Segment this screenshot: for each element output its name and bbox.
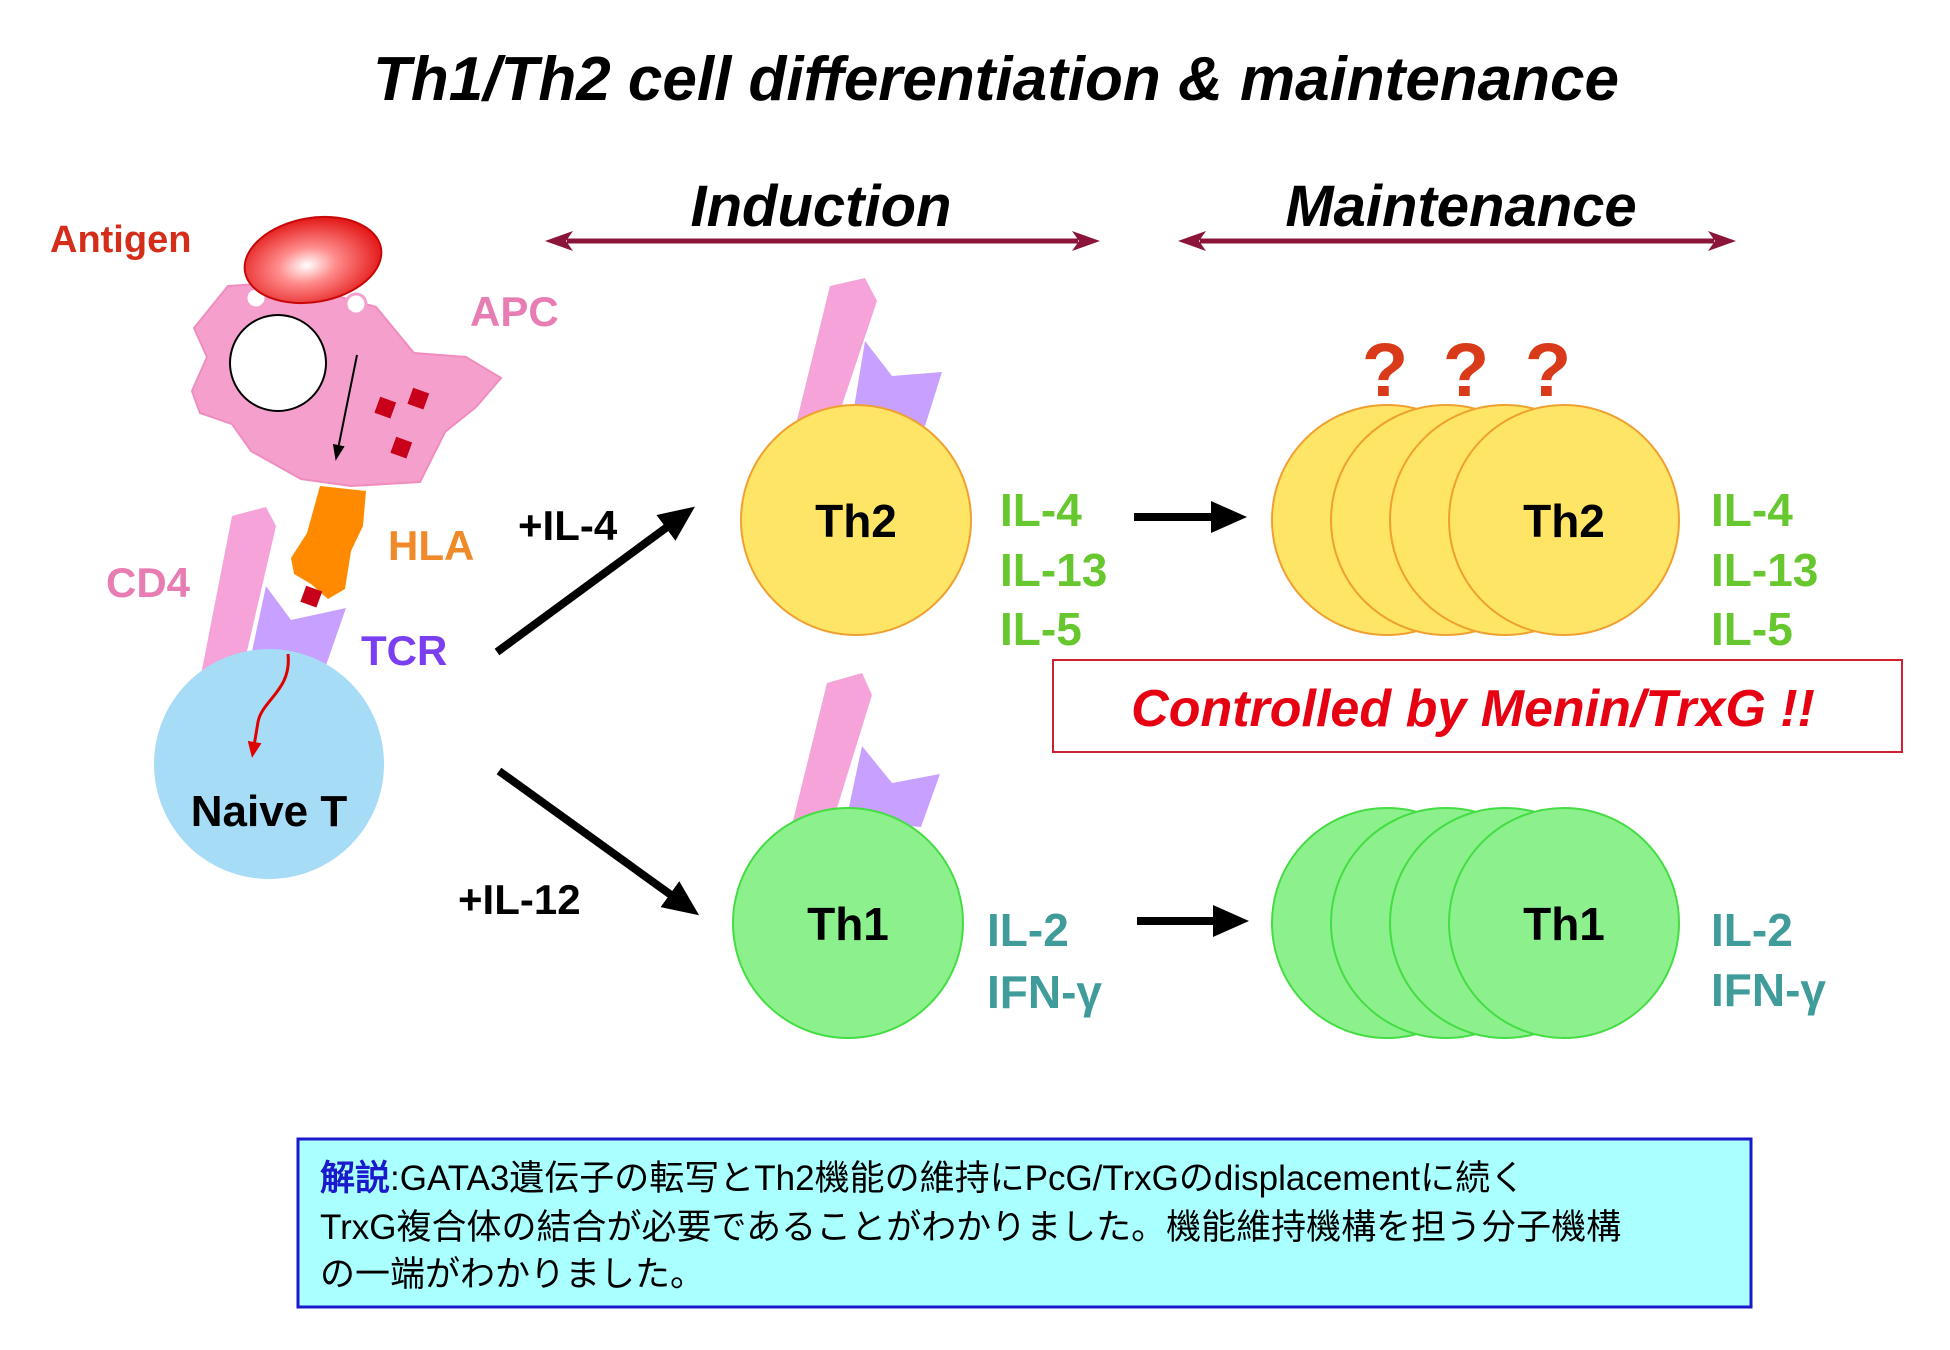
il12-label: +IL-12 [458, 876, 581, 923]
hla-molecule [291, 486, 366, 599]
apc-receptor-right [344, 292, 368, 316]
th2-cytokine: IL-4 [1711, 484, 1793, 536]
th2-cell-label: Th2 [815, 495, 897, 547]
th2-induction: Th2 IL-4 IL-13 IL-5 [740, 278, 1107, 655]
note-line: TrxG複合体の結合が必要であることがわかりました。機能維持機構を担う分子機構 [320, 1208, 1621, 1247]
naive-t-cell [154, 649, 384, 879]
th1-cell [732, 807, 964, 1039]
peptide-fragment [407, 387, 430, 410]
explanation-note: 解説:GATA3遺伝子の転写とTh2機能の維持にPcG/TrxGのdisplac… [296, 1137, 1753, 1309]
th2-cytokine: IL-5 [1000, 603, 1082, 655]
th1-cytokine: IFN-γ [1711, 964, 1826, 1016]
th1-cytokine: IFN-γ [987, 966, 1102, 1018]
page-title: Th1/Th2 cell differentiation & maintenan… [373, 45, 1619, 114]
th2-cytokine: IL-13 [1000, 544, 1107, 596]
th2-cell [1448, 404, 1680, 636]
hla-label: HLA [388, 522, 474, 569]
maintenance-label: Maintenance [1285, 174, 1636, 239]
th1-induction: Th1 IL-2 IFN-γ [732, 673, 1102, 1039]
tcr-receptor [846, 746, 940, 827]
question-mark: ? [1443, 328, 1489, 413]
cd4-coreceptor [797, 278, 877, 420]
note-label: 解説 [320, 1159, 390, 1198]
tcr-label: TCR [361, 627, 447, 674]
menin-callout: Controlled by Menin/TrxG !! [1052, 659, 1903, 753]
il4-arrow [494, 506, 695, 656]
naive-t-label: Naive T [191, 787, 348, 836]
callout-box [1052, 659, 1903, 753]
note-box [296, 1137, 1753, 1309]
peptide-fragment [374, 396, 397, 419]
th1-cell-label: Th1 [807, 898, 889, 950]
cd4-coreceptor [793, 673, 872, 821]
question-mark: ? [1362, 328, 1408, 413]
note-line: 解説:GATA3遺伝子の転写とTh2機能の維持にPcG/TrxGのdisplac… [320, 1159, 1525, 1198]
callout-text: Controlled by Menin/TrxG !! [1131, 680, 1815, 738]
th2-maintenance: ? ? ? Th2 IL-4 IL-13 IL-5 [1271, 328, 1818, 655]
th1-cell [1448, 807, 1680, 1039]
th2-cell-label: Th2 [1523, 495, 1605, 547]
th2-cytokine: IL-5 [1711, 603, 1793, 655]
question-mark: ? [1525, 328, 1571, 413]
th1-cell-label: Th1 [1523, 898, 1605, 950]
th1-maintenance: Th1 IL-2 IFN-γ [1271, 807, 1826, 1039]
th2-cell [740, 404, 972, 636]
antigen-particle [243, 215, 383, 305]
note-line: の一端がわかりました。 [320, 1255, 705, 1294]
apc-complex: Antigen APC HLA [50, 215, 559, 608]
th1-cytokine: IL-2 [987, 904, 1069, 956]
naive-t-cell-group: CD4 TCR Naive T [106, 507, 447, 879]
th2-cytokine: IL-13 [1711, 544, 1818, 596]
cd4-label: CD4 [106, 559, 191, 606]
cd4-coreceptor [198, 507, 276, 690]
il4-label: +IL-4 [518, 502, 618, 549]
apc-label: APC [470, 288, 559, 335]
il12-arrow [496, 767, 700, 916]
signal-arrow [247, 653, 290, 758]
antigen-label: Antigen [50, 219, 191, 261]
peptide-fragment [390, 436, 413, 459]
tcr-receptor [852, 341, 942, 426]
th2-cytokine: IL-4 [1000, 484, 1082, 536]
induction-label: Induction [691, 174, 952, 239]
presented-peptide [300, 585, 323, 608]
apc-nucleus [229, 314, 327, 412]
note-line-text: :GATA3遺伝子の転写とTh2機能の維持にPcG/TrxGのdisplacem… [390, 1159, 1525, 1198]
antigen-processing-arrow [332, 354, 358, 461]
th1-cytokine: IL-2 [1711, 904, 1793, 956]
